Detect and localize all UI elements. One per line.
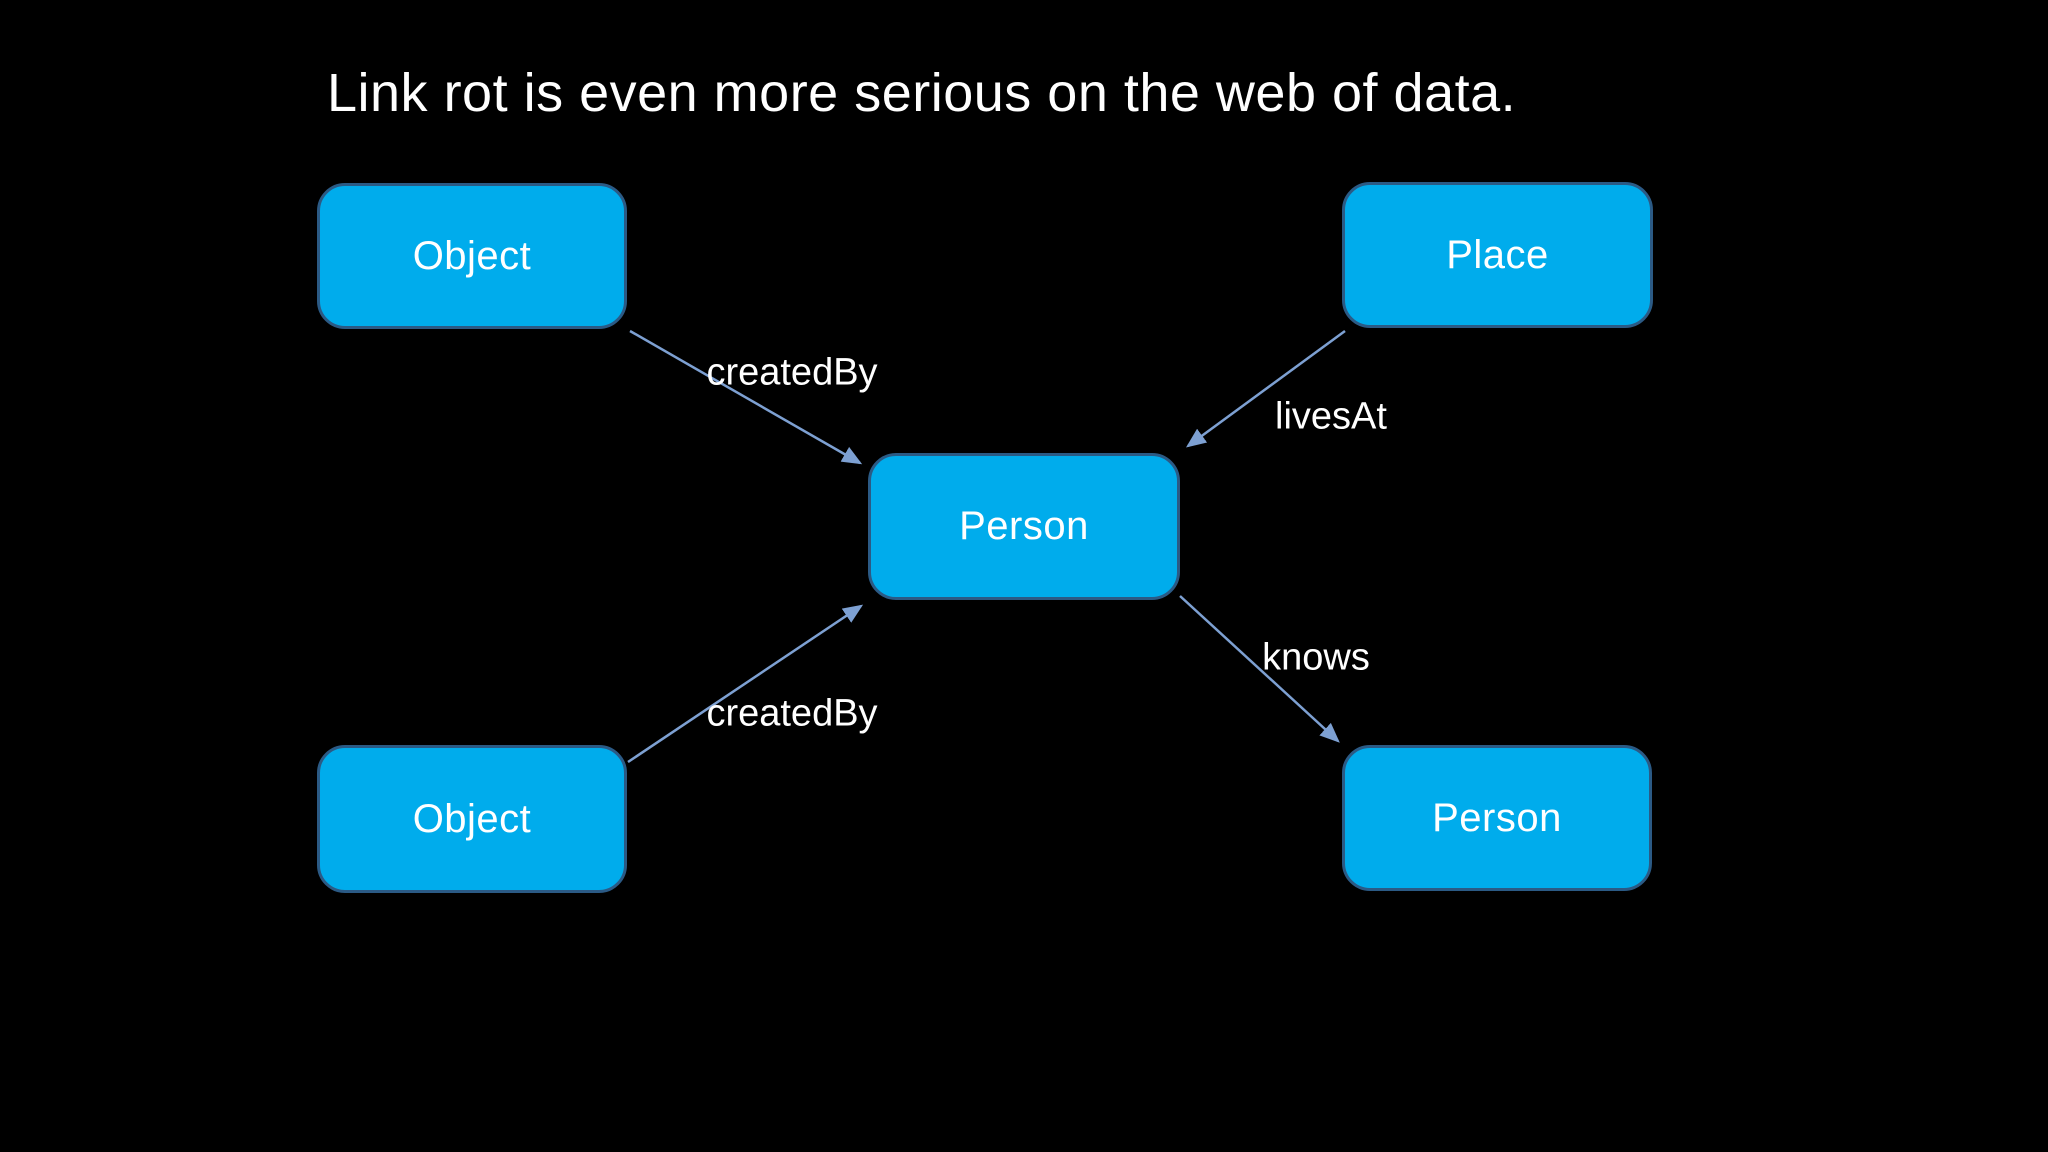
slide-title: Link rot is even more serious on the web…	[327, 63, 1517, 123]
node-label-object-top: Object	[412, 233, 532, 278]
edge-label-livesAt: livesAt	[1275, 395, 1387, 438]
node-object-bottom: Object	[317, 745, 627, 893]
node-label-place: Place	[1446, 232, 1549, 277]
node-label-object-bottom: Object	[412, 796, 532, 841]
node-label-person-center: Person	[959, 504, 1089, 548]
edge-object-bottom-to-person-center	[627, 604, 864, 764]
node-place: Place	[1342, 182, 1653, 328]
node-object-top: Object	[317, 183, 627, 329]
edge-label-createdBy: createdBy	[706, 692, 878, 735]
node-label-person-bottom: Person	[1432, 795, 1562, 840]
node-person-center: Person	[868, 453, 1180, 600]
node-person-bottom: Person	[1342, 745, 1652, 891]
edge-label-createdBy: createdBy	[706, 351, 878, 394]
edge-label-knows: knows	[1262, 636, 1370, 679]
